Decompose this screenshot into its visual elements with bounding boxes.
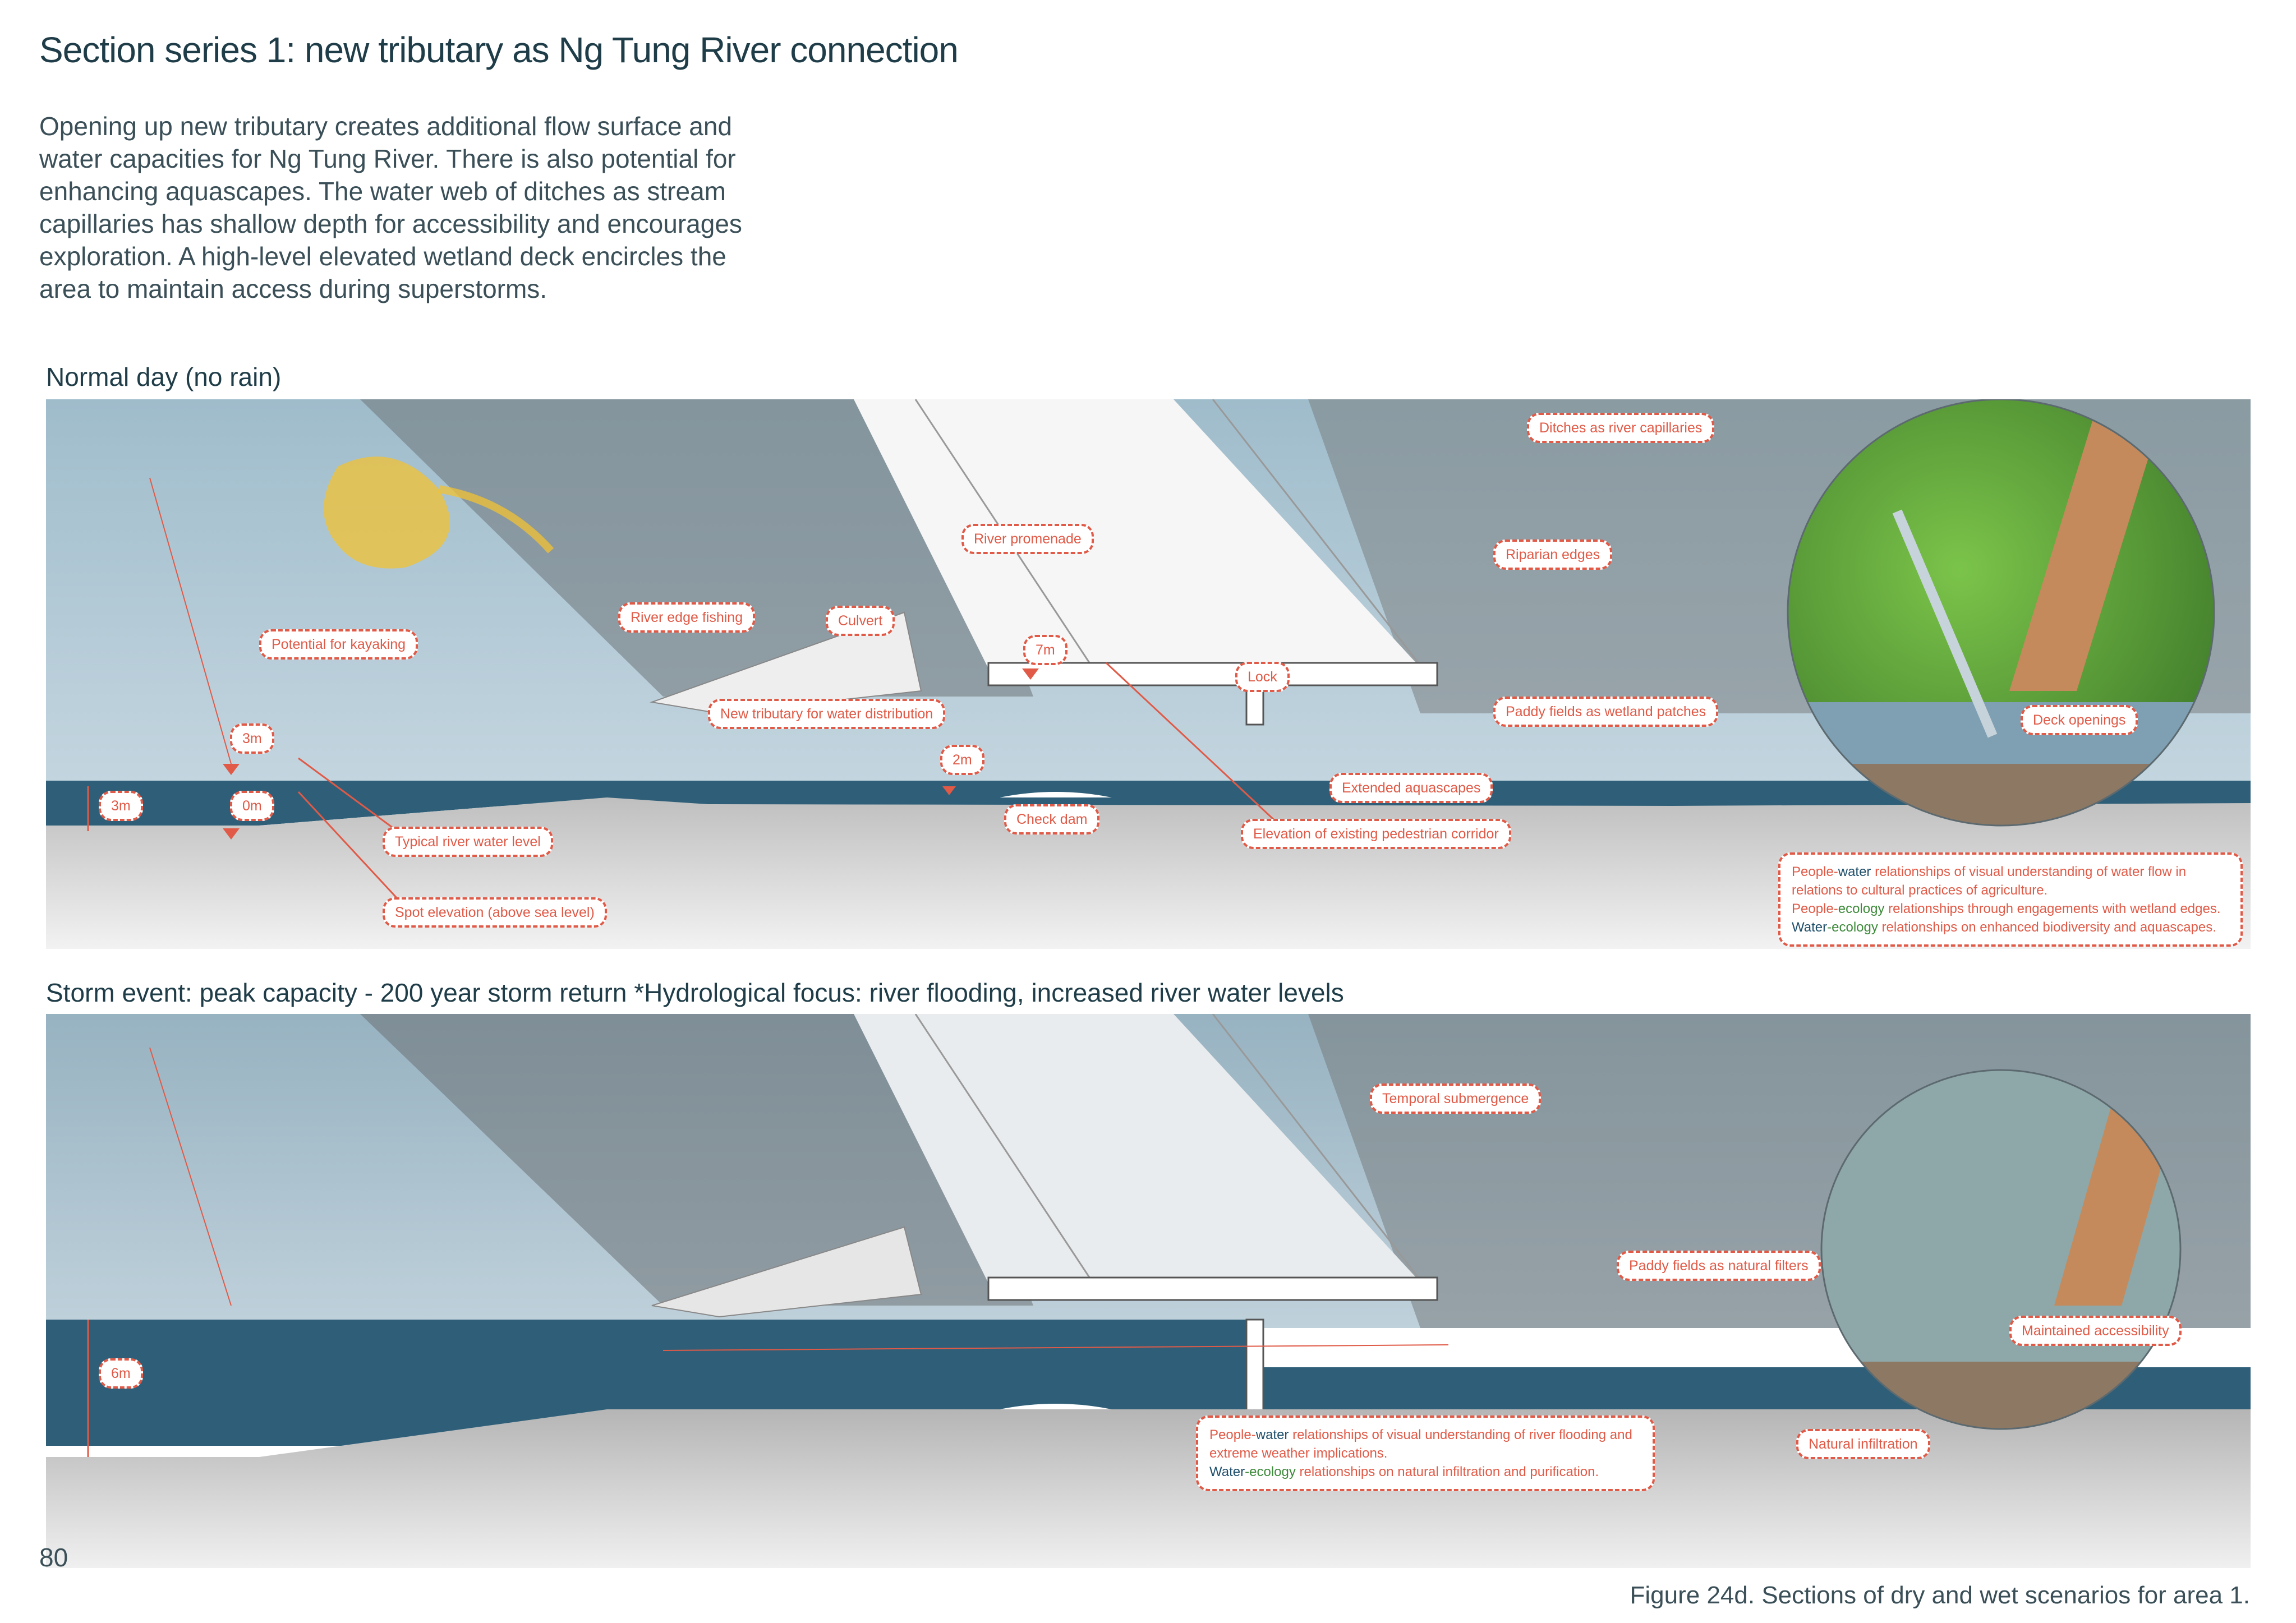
note-text: -ecology <box>1245 1464 1296 1479</box>
page-title: Section series 1: new tributary as Ng Tu… <box>39 29 958 71</box>
note-text: People- <box>1792 901 1838 916</box>
note-text: -ecology <box>1827 920 1878 935</box>
normal-day-section: Potential for kayaking River edge fishin… <box>46 399 2251 949</box>
label-river-edge-fishing: River edge fishing <box>618 602 755 633</box>
label-temporal-submergence: Temporal submergence <box>1370 1083 1541 1114</box>
note-text: water <box>1256 1427 1289 1442</box>
note-text: relationships on enhanced biodiversity a… <box>1878 920 2216 935</box>
label-extended-aquascapes: Extended aquascapes <box>1329 773 1493 803</box>
note-text: water <box>1838 864 1871 879</box>
label-height-2m: 2m <box>940 745 984 775</box>
label-river-promenade: River promenade <box>961 524 1094 554</box>
label-maintained-accessibility: Maintained accessibility <box>2009 1316 2182 1346</box>
label-height-7m: 7m <box>1023 635 1068 665</box>
label-typical-river-water-level: Typical river water level <box>383 827 553 857</box>
intro-paragraph: Opening up new tributary creates additio… <box>39 110 780 305</box>
normal-day-heading: Normal day (no rain) <box>46 362 281 392</box>
label-paddy-fields-as-wetland-patches: Paddy fields as wetland patches <box>1493 697 1718 727</box>
label-spot-elevation: Spot elevation (above sea level) <box>383 897 607 928</box>
label-natural-infiltration: Natural infiltration <box>1796 1429 1930 1459</box>
label-deck-openings: Deck openings <box>2021 705 2138 735</box>
storm-event-heading: Storm event: peak capacity - 200 year st… <box>46 978 1344 1008</box>
note-text: relationships through engagements with w… <box>1884 901 2220 916</box>
label-elevation-of-existing-pedestrian-corridor: Elevation of existing pedestrian corrido… <box>1241 819 1511 849</box>
label-lock: Lock <box>1235 662 1290 692</box>
page-number: 80 <box>39 1542 68 1573</box>
label-potential-for-kayaking: Potential for kayaking <box>259 629 418 660</box>
label-culvert: Culvert <box>826 606 895 636</box>
normal-relationships-note: People-water relationships of visual und… <box>1778 852 2243 947</box>
figure-caption: Figure 24d. Sections of dry and wet scen… <box>1630 1581 2250 1610</box>
label-check-dam: Check dam <box>1004 804 1099 834</box>
label-height-3m-top: 3m <box>230 723 274 754</box>
note-text: People- <box>1209 1427 1256 1442</box>
label-new-tributary-for-water-distribution: New tributary for water distribution <box>708 699 945 729</box>
note-text: Water <box>1792 920 1827 935</box>
label-height-6m: 6m <box>99 1358 143 1389</box>
label-ditches-as-river-capillaries: Ditches as river capillaries <box>1527 413 1714 443</box>
label-height-3m-left: 3m <box>99 791 143 821</box>
label-height-0m: 0m <box>230 791 274 821</box>
storm-event-illustration <box>46 1014 2251 1568</box>
note-text: Water <box>1209 1464 1245 1479</box>
label-paddy-fields-as-natural-filters: Paddy fields as natural filters <box>1617 1251 1821 1281</box>
label-riparian-edges: Riparian edges <box>1493 540 1612 570</box>
note-text: People- <box>1792 864 1838 879</box>
note-text: ecology <box>1838 901 1885 916</box>
storm-event-section: Temporal submergence Paddy fields as nat… <box>46 1014 2251 1568</box>
note-text: relationships on natural infiltration an… <box>1296 1464 1599 1479</box>
storm-relationships-note: People-water relationships of visual und… <box>1196 1415 1655 1491</box>
